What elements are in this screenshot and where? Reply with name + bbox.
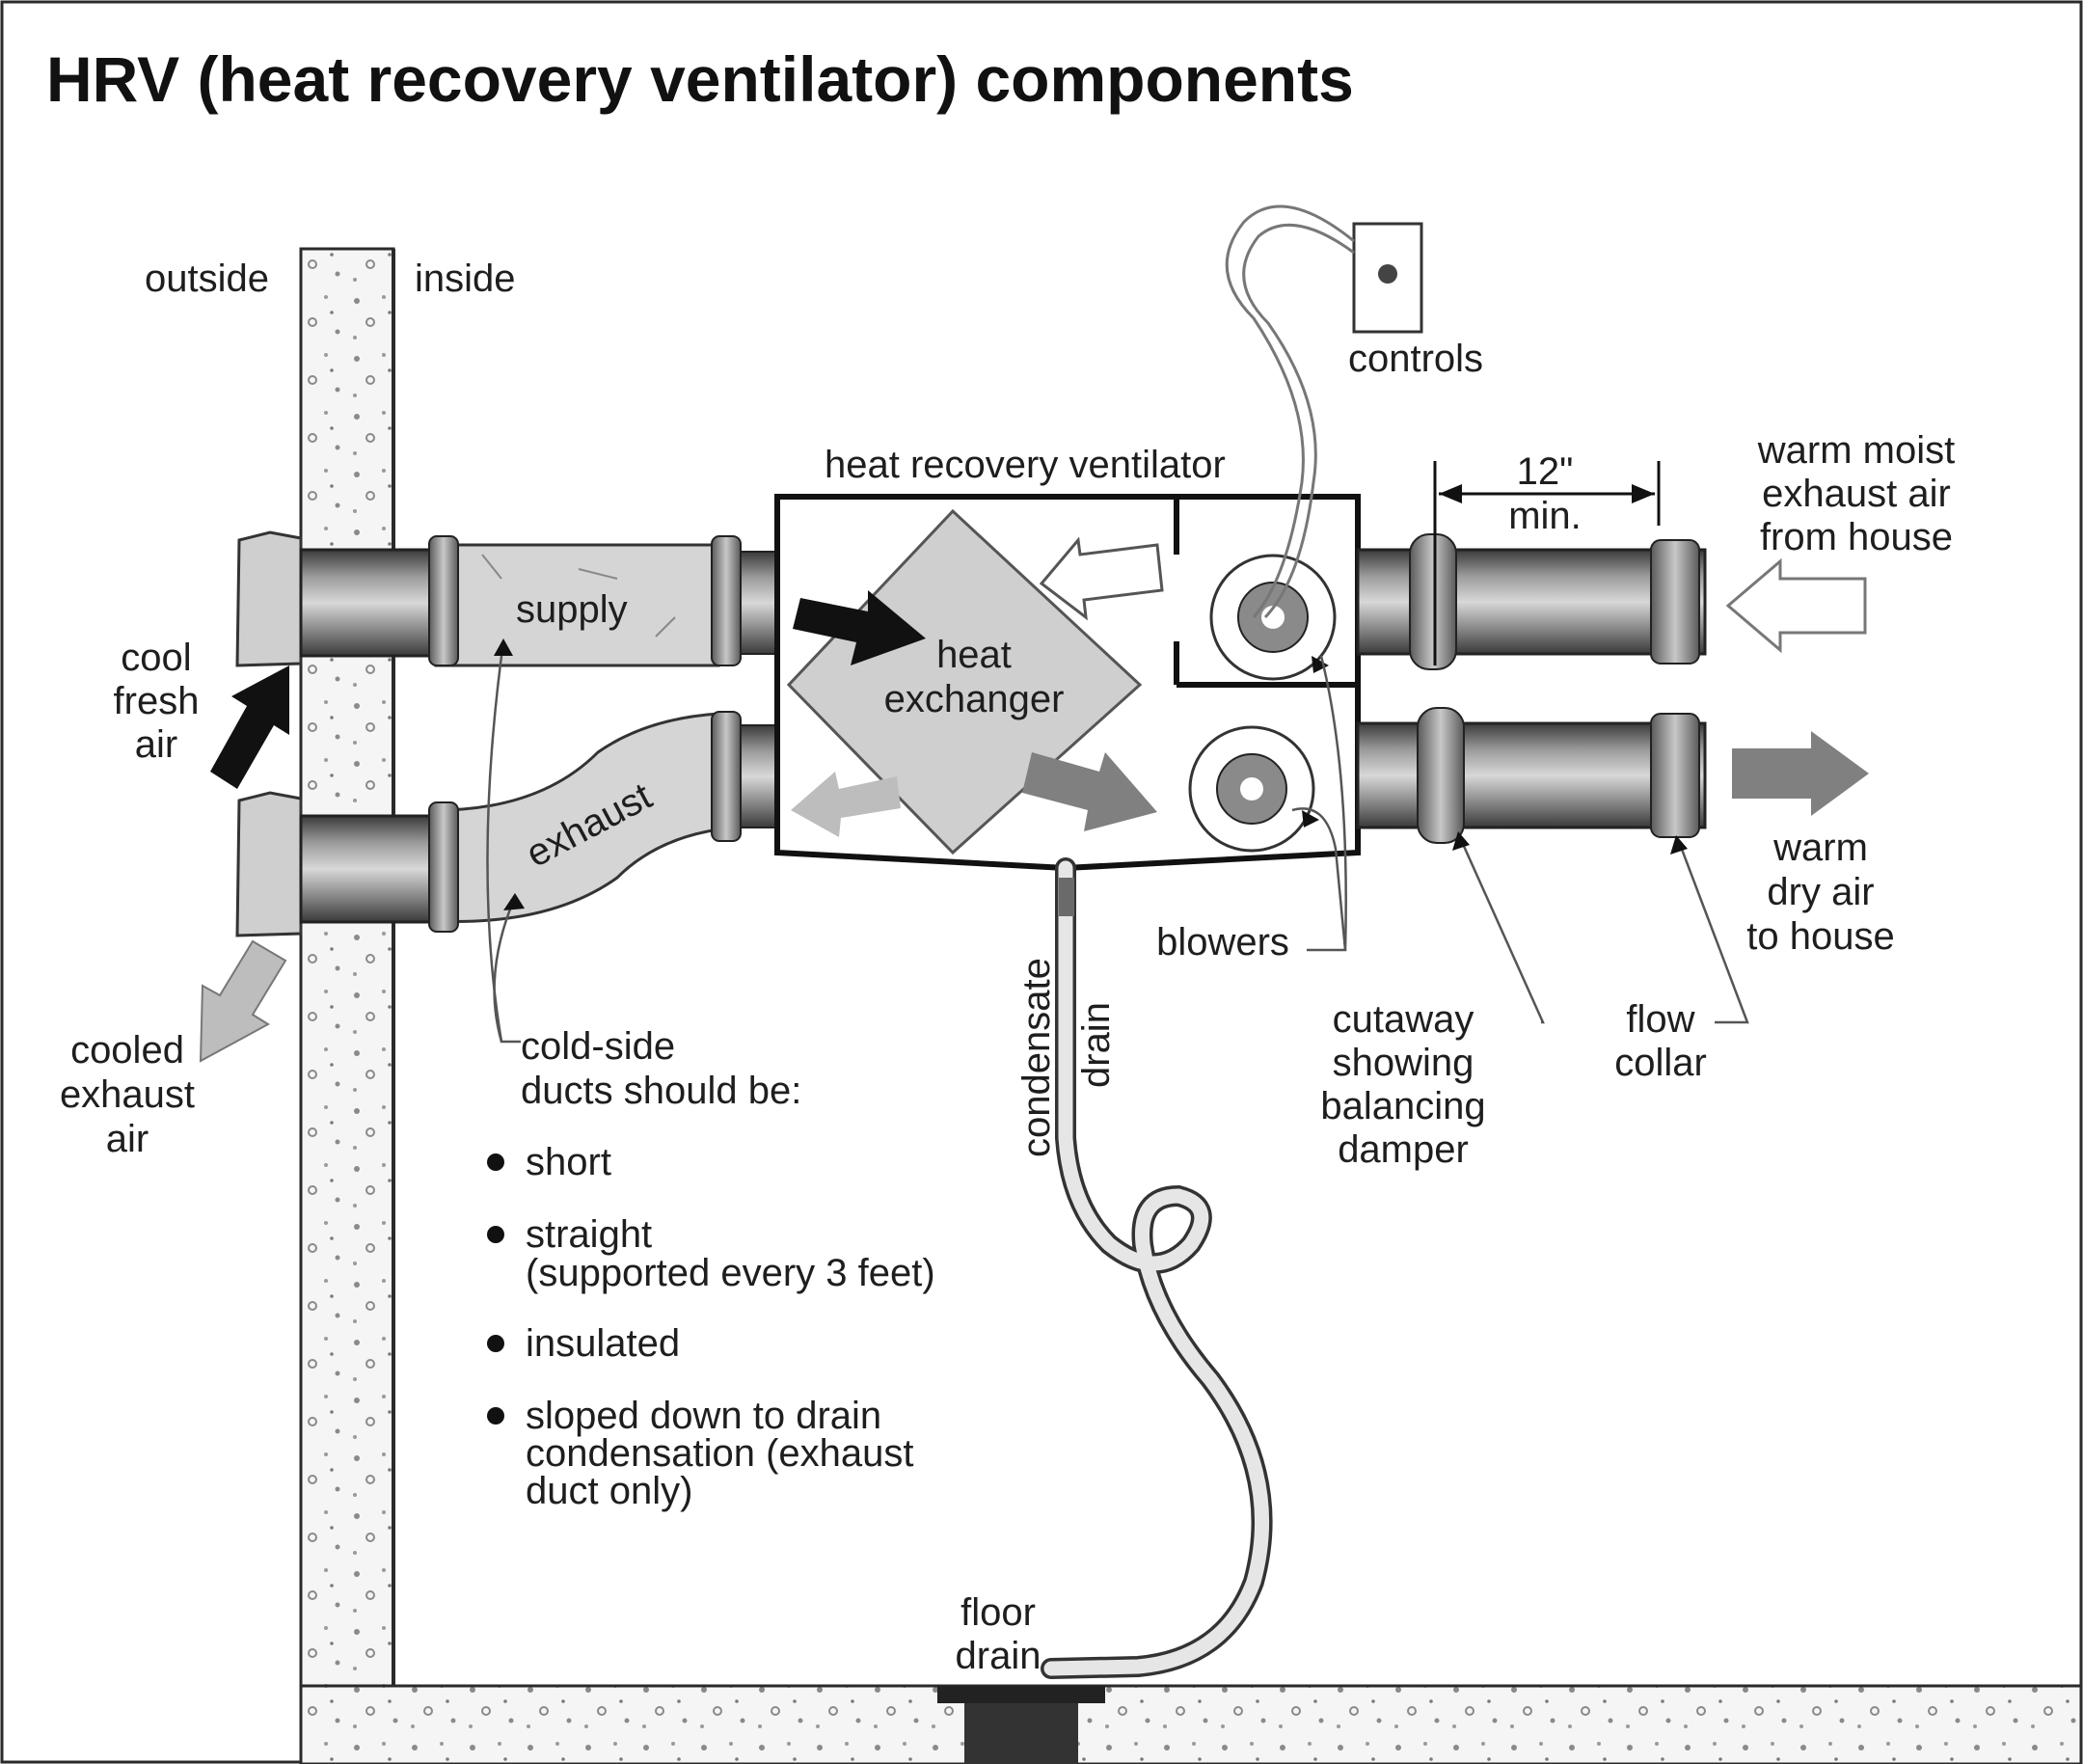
warm-moist-label-2: exhaust air [1762,473,1951,515]
bullet-short: short [526,1141,611,1183]
cool-fresh-label-1: cool [121,637,191,679]
dimension-12in [1433,461,1661,665]
heat-exchanger-label-2: exchanger [884,678,1065,720]
warm-moist-label-1: warm moist [1757,429,1955,472]
bullet-straight-2: (supported every 3 feet) [526,1252,935,1294]
bullet-dot [487,1407,504,1425]
blowers-label: blowers [1156,921,1289,963]
bullet-dot [487,1153,504,1171]
heat-exchanger-label-1: heat [936,634,1012,676]
cutaway-leader [1456,832,1545,1024]
exhaust-hood [235,791,303,937]
blowers-leader [1291,807,1347,952]
exhaust-duct [299,711,778,933]
exhaust-inlet-duct [1356,533,1707,670]
dimension-value: 12" [1517,450,1574,493]
cool-fresh-label-2: fresh [114,680,200,722]
drain-label: drain [1075,1002,1118,1088]
floor-drain-label-1: floor [960,1591,1036,1634]
outside-label: outside [145,258,269,300]
fresh-air-arrow-out [1022,752,1157,831]
warm-moist-label-3: from house [1760,516,1953,558]
controls-label: controls [1348,338,1483,380]
floor-drain-label-2: drain [956,1635,1042,1677]
warm-moist-arrow [1725,557,1867,654]
condensate-tube [1043,860,1269,1676]
cooled-exhaust-arrow [199,939,287,1063]
bullet-dot [487,1226,504,1243]
cutaway-label-2: showing [1333,1042,1474,1084]
cooled-exhaust-label-2: exhaust [60,1073,195,1116]
cutaway-label-3: balancing [1320,1085,1485,1127]
warm-dry-label-3: to house [1746,915,1894,958]
cool-fresh-arrow [210,665,289,789]
cutaway-label-4: damper [1338,1128,1469,1171]
foundation-wall [299,247,395,1764]
supply-outlet-duct [1356,707,1707,844]
exhaust-air-arrow-out [791,772,901,837]
supply-hood [235,530,303,667]
supply-duct [299,535,778,667]
bullet-straight-1: straight [526,1213,652,1256]
bullet-sloped-2: condensation (exhaust [526,1432,914,1475]
cold-side-label-1: cold-side [521,1025,675,1068]
flow-collar-label-2: collar [1614,1042,1707,1084]
title: HRV (heat recovery ventilator) component… [46,43,1354,115]
exhaust-air-arrow-in [1039,536,1164,621]
cooled-exhaust-label-3: air [106,1118,149,1160]
warm-dry-arrow [1732,731,1869,816]
fresh-air-arrow-in [793,590,926,665]
cold-side-leader-2 [493,896,517,1043]
lower-blower [1188,725,1319,853]
cutaway-label-1: cutaway [1333,998,1474,1041]
bullet-sloped-3: duct only) [526,1470,692,1512]
bullet-dot [487,1335,504,1352]
supply-label: supply [516,588,628,631]
bullet-insulated: insulated [526,1322,680,1365]
cooled-exhaust-label-1: cooled [70,1029,184,1072]
condensate-label: condensate [1015,958,1058,1157]
upper-blower [1209,554,1337,681]
cold-side-label-2: ducts should be: [521,1070,801,1112]
inside-label: inside [415,258,516,300]
warm-dry-label-2: dry air [1767,871,1874,913]
flow-collar-label-1: flow [1626,998,1694,1041]
bullet-sloped-1: sloped down to drain [526,1395,881,1437]
cool-fresh-label-3: air [135,723,177,766]
hrv-label: heat recovery ventilator [825,444,1226,486]
controls-wire [1225,204,1355,618]
dimension-min: min. [1508,495,1582,537]
floor-drain [937,1686,1105,1764]
flow-collar-leader [1676,838,1749,1024]
floor-slab [299,1684,2083,1764]
warm-dry-label-1: warm [1772,827,1868,869]
cold-side-leader-1 [486,640,521,1044]
